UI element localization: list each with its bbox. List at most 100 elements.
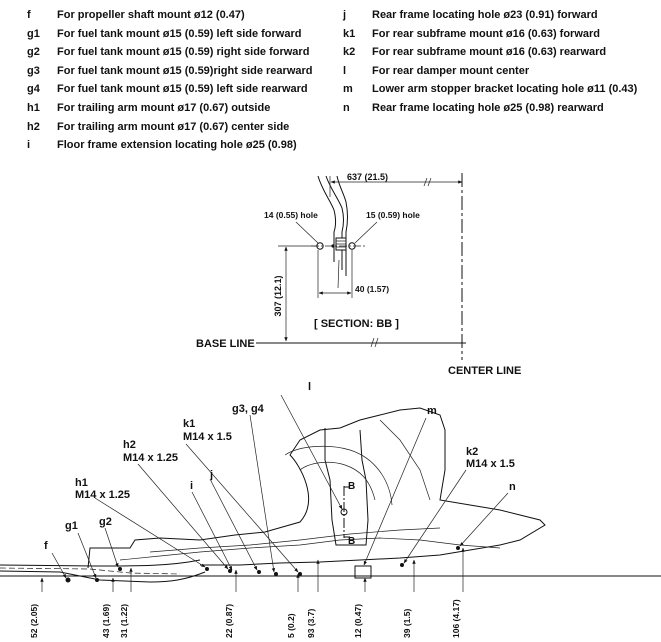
legend-key: m xyxy=(343,83,353,96)
section-cut-ticks xyxy=(344,486,350,538)
callout-h1: h1 xyxy=(75,477,88,489)
callout-g2: g2 xyxy=(99,516,112,528)
legend-text: For rear subframe mount ø16 (0.63) forwa… xyxy=(372,27,600,40)
legend-text: Floor frame extension locating hole ø25 … xyxy=(57,139,297,152)
center-line-label: CENTER LINE xyxy=(448,365,521,377)
leader-j xyxy=(210,480,258,571)
section-bolt-hatch xyxy=(336,240,346,248)
legend-key: g4 xyxy=(27,83,40,96)
hole-right-label: 15 (0.59) hole xyxy=(366,210,420,220)
legend-text: For trailing arm mount ø17 (0.67) outsid… xyxy=(57,101,271,114)
callout-h1-thread: M14 x 1.25 xyxy=(75,489,130,501)
leader-k2 xyxy=(403,469,467,564)
callout-l: l xyxy=(308,381,311,393)
section-mark-bottom: B xyxy=(348,536,355,547)
leader-h2 xyxy=(137,463,229,570)
leader-m xyxy=(363,417,427,566)
height-label-52: 52 (2.05) xyxy=(29,604,39,638)
mount-point-h1 xyxy=(205,567,209,571)
legend-row-k1: k1 For rear subframe mount ø16 (0.63) for… xyxy=(343,25,637,44)
leader-g1 xyxy=(77,532,97,579)
section-title: [ SECTION: BB ] xyxy=(314,318,399,330)
base-line-label: BASE LINE xyxy=(196,338,255,350)
mount-point-h2 xyxy=(228,569,232,573)
callout-n: n xyxy=(509,481,516,493)
legend-left-column: f For propeller shaft mount ø12 (0.47) g1… xyxy=(27,6,313,155)
section-panel-rear xyxy=(336,175,348,276)
callout-i: i xyxy=(190,480,193,492)
wheel-arch-curve-1 xyxy=(299,461,376,501)
damper-housing xyxy=(324,428,369,546)
damper-mount-point xyxy=(340,508,348,516)
callout-k2-thread: M14 x 1.5 xyxy=(466,458,515,470)
floor-rib-1 xyxy=(119,537,501,561)
mount-point-g2 xyxy=(118,567,122,571)
dim-307-label: 307 (12.1) xyxy=(273,275,283,316)
leader-h1 xyxy=(94,497,206,568)
height-label-106: 106 (4.17) xyxy=(451,599,461,638)
legend-row-f: f For propeller shaft mount ø12 (0.47) xyxy=(27,6,313,25)
underbody-side-view xyxy=(0,394,661,592)
mount-point-f xyxy=(65,577,71,583)
legend-text: For fuel tank mount ø15 (0.59) right sid… xyxy=(57,46,310,59)
legend-key: l xyxy=(343,64,347,77)
leader-k1 xyxy=(185,443,299,573)
height-label-5: 5 (0.2) xyxy=(286,613,296,638)
height-label-31: 31 (1.22) xyxy=(119,604,129,638)
dim-637-break xyxy=(423,177,432,187)
legend-key: g3 xyxy=(27,64,40,77)
callout-m: m xyxy=(427,405,437,417)
dim-40-label: 40 (1.57) xyxy=(355,284,389,294)
height-label-12: 12 (0.47) xyxy=(353,604,363,638)
leader-hole-left xyxy=(295,221,319,244)
legend-text: For fuel tank mount ø15 (0.59) left side… xyxy=(57,27,302,40)
legend-text: For rear subframe mount ø16 (0.63) rearw… xyxy=(372,46,607,59)
legend-text: For rear damper mount center xyxy=(372,64,530,77)
tunnel-line-upper xyxy=(0,559,201,567)
wheel-arch-curve-2 xyxy=(284,445,393,506)
legend-row-g4: g4 For fuel tank mount ø15 (0.59) left si… xyxy=(27,80,313,99)
callout-k1-thread: M14 x 1.5 xyxy=(183,431,232,443)
callout-g1: g1 xyxy=(65,520,78,532)
callout-j: j xyxy=(209,469,213,481)
legend-key: h1 xyxy=(27,101,40,114)
legend-row-l: l For rear damper mount center xyxy=(343,62,637,81)
section-mark-top: B xyxy=(348,481,355,492)
legend-text: Rear frame locating hole ø23 (0.91) forw… xyxy=(372,9,598,21)
tunnel-line-lower xyxy=(0,570,206,583)
section-panel-outer xyxy=(317,175,336,262)
legend-key: k1 xyxy=(343,27,356,40)
leader-g2 xyxy=(104,527,119,568)
legend-text: For propeller shaft mount ø12 (0.47) xyxy=(57,9,245,21)
leader-l xyxy=(280,394,343,510)
legend-key: g1 xyxy=(27,27,40,40)
floor-rib-2 xyxy=(149,527,441,553)
height-label-93: 93 (3.7) xyxy=(306,609,316,638)
legend-key: f xyxy=(27,9,31,21)
mount-point-g1 xyxy=(95,578,99,582)
legend-text: Rear frame locating hole ø25 (0.98) rear… xyxy=(372,101,604,114)
section-bb-view xyxy=(278,175,463,342)
leader-g3g4 xyxy=(249,414,276,573)
legend-key: n xyxy=(343,101,350,114)
legend-row-n: n Rear frame locating hole ø25 (0.98) rea… xyxy=(343,99,637,118)
leader-n xyxy=(459,492,509,547)
callout-f: f xyxy=(44,540,48,552)
leader-f xyxy=(51,552,67,579)
legend-text: For fuel tank mount ø15 (0.59) left side… xyxy=(57,83,308,96)
mount-point-k2 xyxy=(400,563,404,567)
mount-point-n xyxy=(456,546,460,550)
height-label-22: 22 (0.87) xyxy=(224,604,234,638)
leader-hole-right xyxy=(354,221,378,244)
mount-point-j xyxy=(257,570,261,574)
callout-h2: h2 xyxy=(123,439,136,451)
mount-point-k1 xyxy=(298,572,302,576)
rear-panel-edge xyxy=(379,419,431,501)
mount-bracket-m xyxy=(354,565,372,579)
